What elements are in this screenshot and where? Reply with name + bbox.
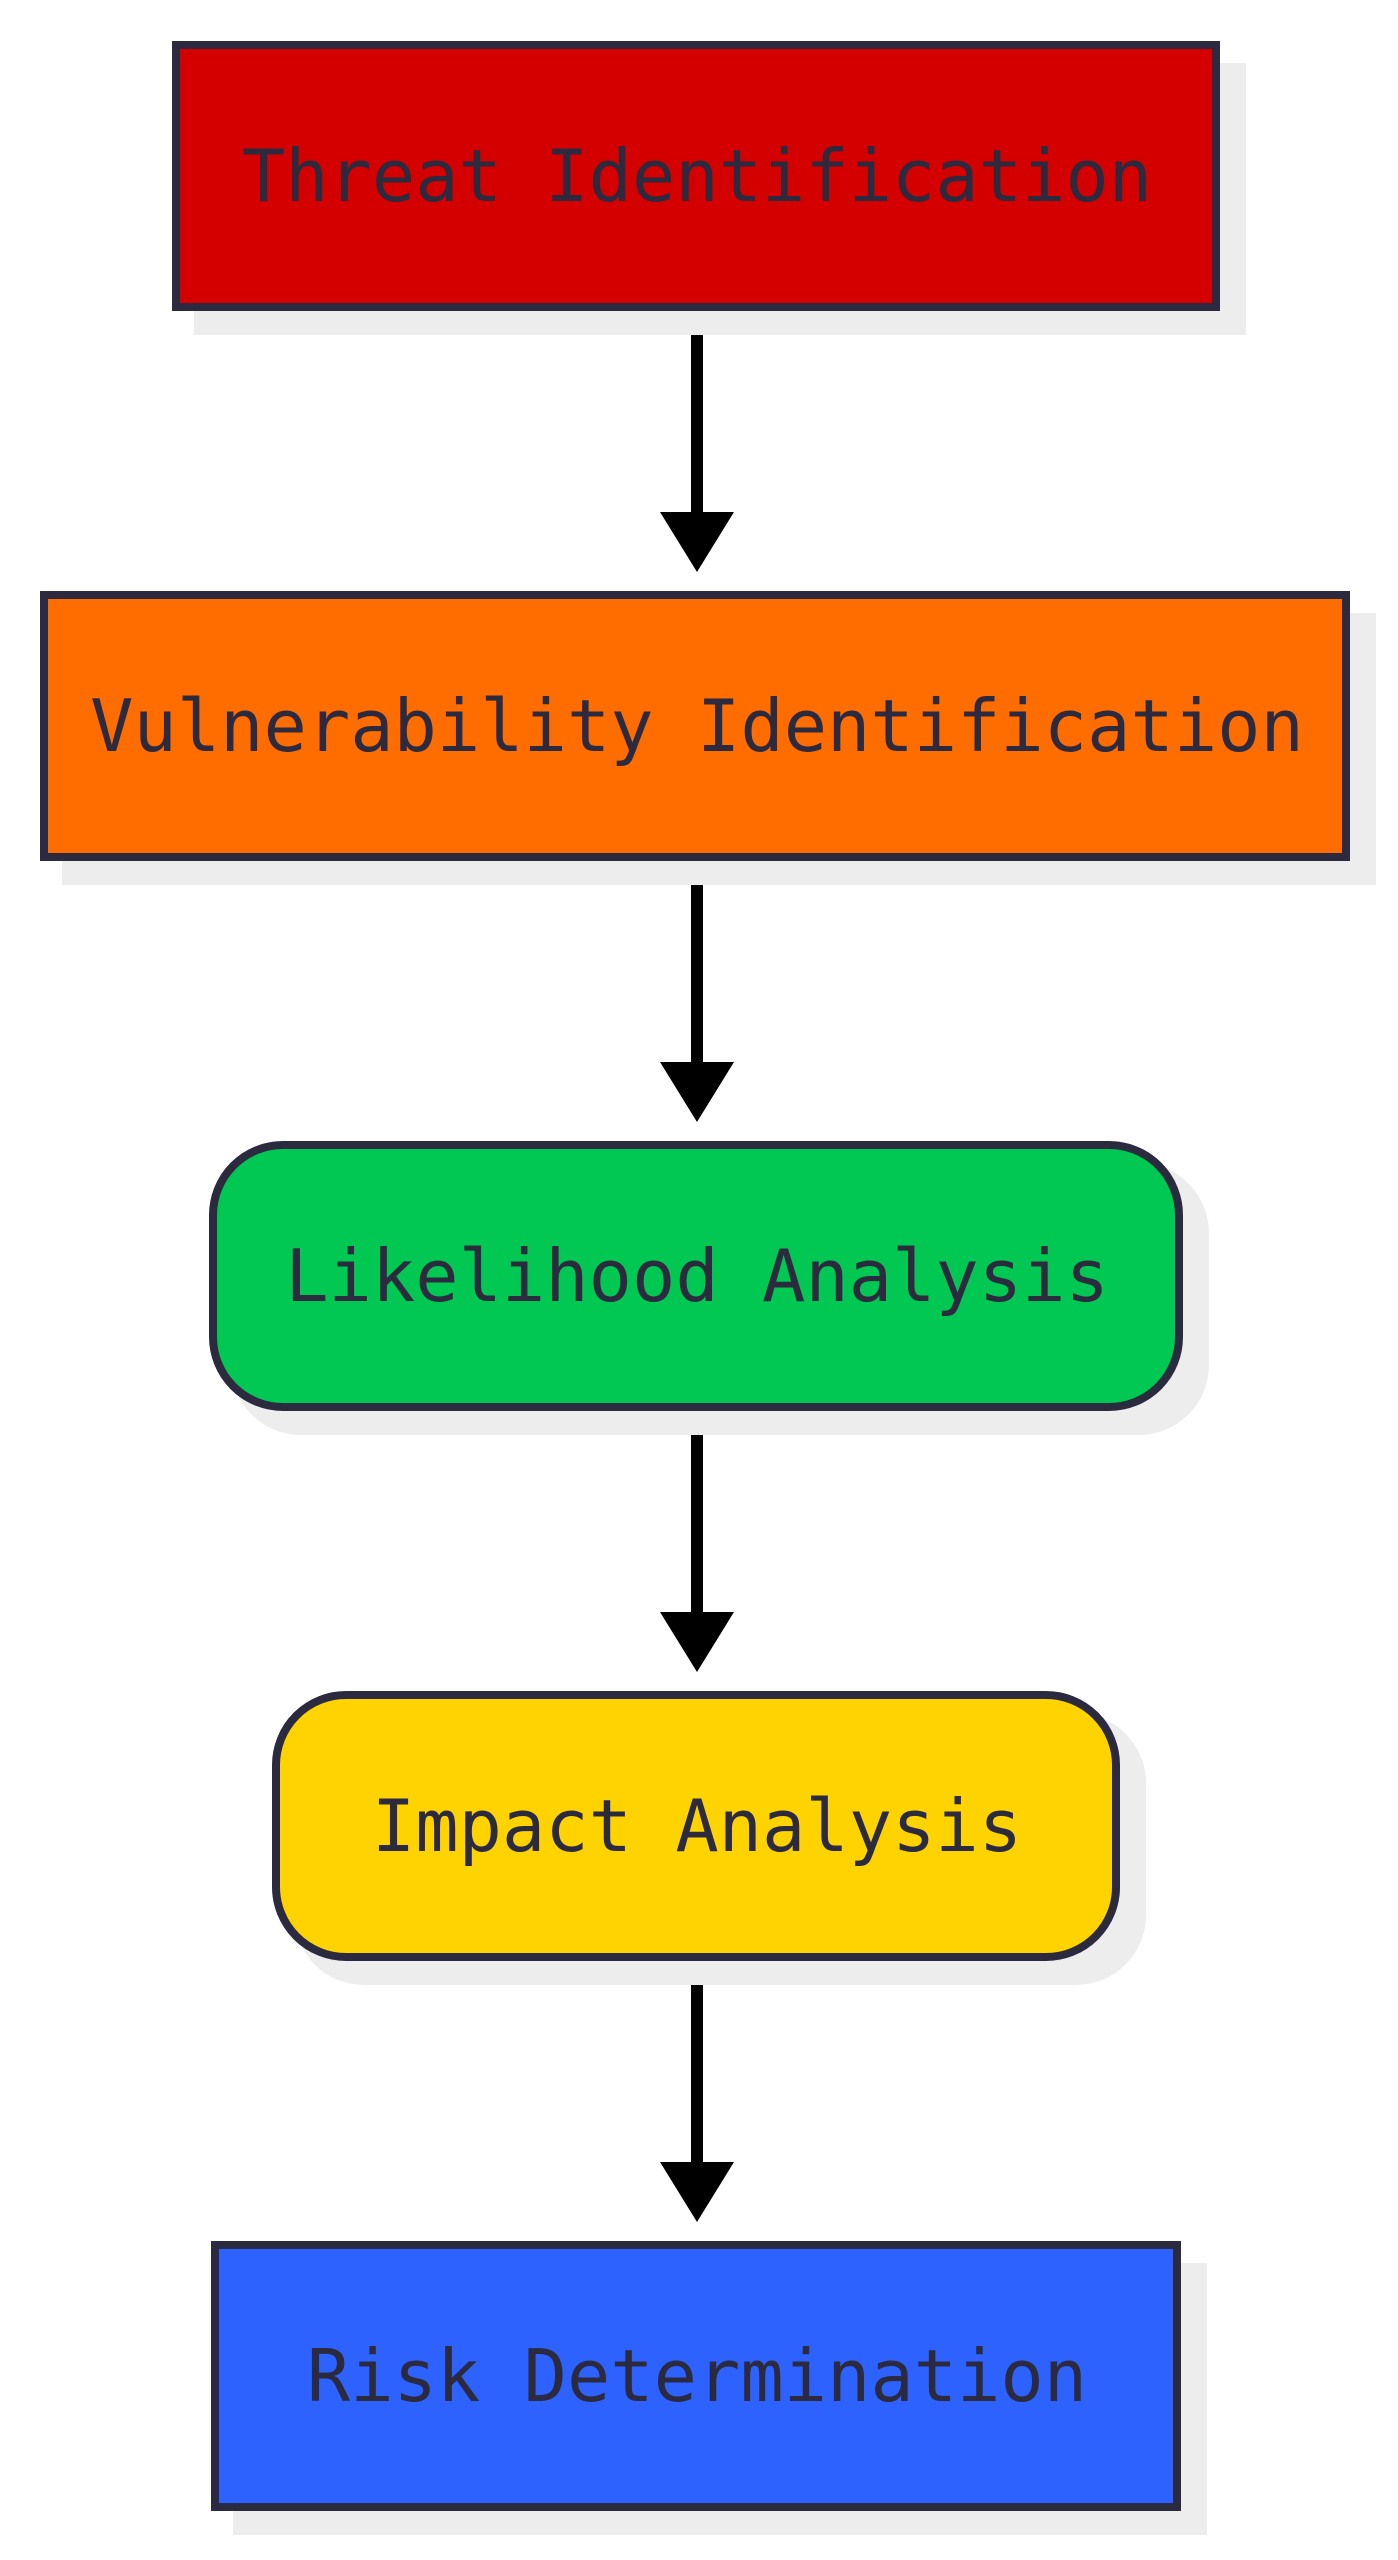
edge-likelihood-to-impact <box>660 1406 734 1672</box>
node-likelihood-analysis: Likelihood Analysis <box>209 1141 1209 1435</box>
node-risk-determination: Risk Determination <box>211 2241 1207 2535</box>
node-label: Risk Determination <box>307 2334 1087 2418</box>
node-threat-identification: Threat Identification <box>172 41 1246 335</box>
node-box <box>209 1141 1183 1411</box>
node-vulnerability-identification: Vulnerability Identification <box>40 591 1376 885</box>
node-label: Impact Analysis <box>372 1784 1022 1868</box>
node-box <box>172 41 1220 311</box>
node-box <box>272 1691 1120 1961</box>
edges <box>660 306 734 2222</box>
node-label: Likelihood Analysis <box>285 1234 1109 1318</box>
edge-impact-to-risk <box>660 1956 734 2222</box>
node-label: Threat Identification <box>242 134 1152 218</box>
node-box <box>40 591 1350 861</box>
node-label: Vulnerability Identification <box>90 684 1304 768</box>
node-impact-analysis: Impact Analysis <box>272 1691 1146 1985</box>
edge-threat-to-vulnerability <box>660 306 734 572</box>
edge-vulnerability-to-likelihood <box>660 856 734 1122</box>
node-box <box>211 2241 1181 2511</box>
